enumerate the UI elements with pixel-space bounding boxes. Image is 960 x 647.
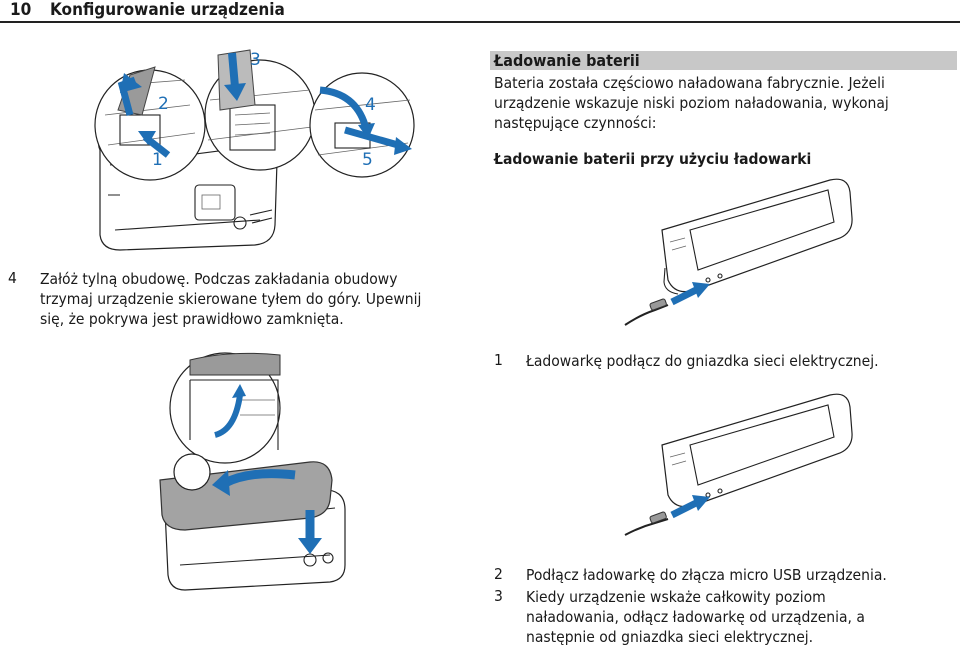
- step-4-text: Załóż tylną obudowę. Podczas zakładania …: [40, 269, 480, 329]
- intro-line: następujące czynności:: [494, 114, 657, 132]
- step-3-number: 3: [494, 587, 503, 605]
- header-rule: [0, 21, 960, 23]
- section-title: Ładowanie baterii: [494, 51, 640, 70]
- step-1-line: Ładowarkę podłącz do gniazdka sieci elek…: [526, 352, 879, 370]
- step-1-text: Ładowarkę podłącz do gniazdka sieci elek…: [526, 351, 956, 371]
- step-3-line: Kiedy urządzenie wskaże całkowity poziom: [526, 588, 826, 606]
- svg-text:3: 3: [250, 50, 261, 70]
- step-1-number: 1: [494, 351, 503, 369]
- intro-text: Bateria została częściowo naładowana fab…: [494, 73, 959, 133]
- step-2-text: Podłącz ładowarkę do złącza micro USB ur…: [526, 565, 956, 585]
- svg-text:5: 5: [362, 150, 373, 170]
- intro-line: urządzenie wskazuje niski poziom naładow…: [494, 94, 889, 112]
- charger-subheading: Ładowanie baterii przy użyciu ładowarki: [494, 150, 812, 168]
- step-3-text: Kiedy urządzenie wskaże całkowity poziom…: [526, 587, 956, 647]
- step-3-line: naładowania, odłącz ładowarkę od urządze…: [526, 608, 865, 626]
- step-4-number: 4: [8, 269, 17, 287]
- step-2-number: 2: [494, 565, 503, 583]
- step-4-line: trzymaj urządzenie skierowane tyłem do g…: [40, 290, 422, 308]
- page-header-title: Konfigurowanie urządzenia: [50, 0, 285, 20]
- phone-charger-illustration: [624, 178, 853, 326]
- svg-text:2: 2: [158, 94, 169, 114]
- svg-text:1: 1: [152, 150, 163, 170]
- intro-line: Bateria została częściowo naładowana fab…: [494, 74, 885, 92]
- sim-insert-illustration: 2 1 3 4 5: [94, 49, 415, 251]
- back-cover-illustration: [159, 352, 346, 591]
- step-4-line: się, że pokrywa jest prawidłowo zamknięt…: [40, 310, 344, 328]
- step-3-line: następnie od gniazdka sieci elektrycznej…: [526, 628, 814, 646]
- phone-charger-illustration: [624, 393, 853, 536]
- step-4-line: Załóż tylną obudowę. Podczas zakładania …: [40, 270, 398, 288]
- section-title-bar: [490, 51, 957, 70]
- svg-text:4: 4: [365, 95, 376, 115]
- step-2-line: Podłącz ładowarkę do złącza micro USB ur…: [526, 566, 887, 584]
- page-number: 10: [10, 0, 32, 20]
